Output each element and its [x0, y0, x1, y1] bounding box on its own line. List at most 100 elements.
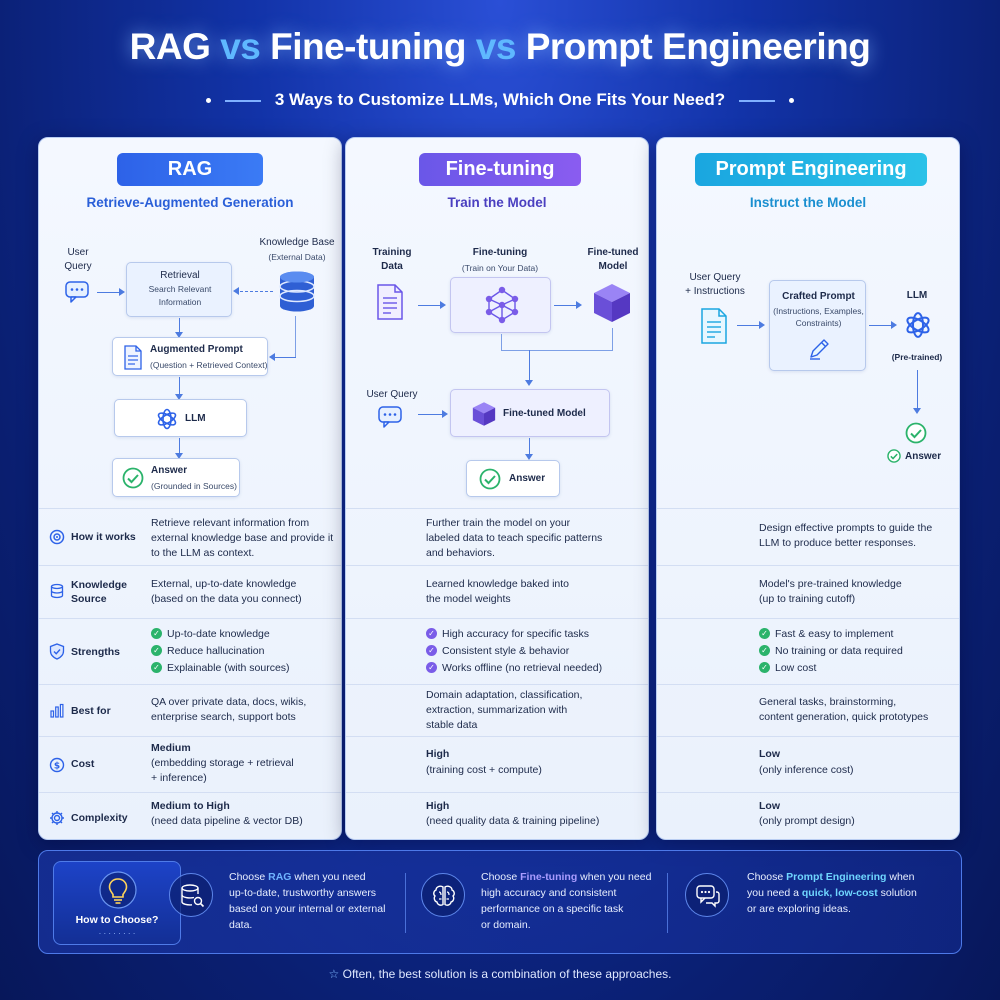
star-icon: ☆: [328, 967, 340, 981]
ft-best-text: Domain adaptation, classification, extra…: [426, 689, 583, 731]
title-vs: vs: [475, 26, 517, 67]
rag-user-query-label: User Query: [64, 247, 92, 272]
ft-complexity-sub: (need quality data & training pipeline): [426, 815, 600, 827]
rag-how-text: Retrieve relevant information from exter…: [151, 517, 334, 559]
ft-finetuned-model-label: Fine-tuned Model: [587, 247, 639, 272]
neural-network-icon: [485, 286, 519, 324]
pe-arrow-prompt-llm: [869, 321, 897, 329]
target-icon: [49, 529, 65, 545]
rag-strength-item: Reduce hallucination: [151, 643, 341, 660]
ft-arrow-query-model: [418, 410, 448, 418]
rag-strength-item: Up-to-date knowledge: [151, 626, 341, 643]
gear-icon: [50, 811, 64, 825]
ft-choice-post: when you need high accuracy and consiste…: [481, 871, 652, 931]
rag-answer-title: Answer: [151, 465, 188, 476]
pe-strength-item: No training or data required: [759, 643, 959, 660]
pe-choice-highlight: Prompt Engineering: [786, 871, 887, 883]
subtitle-text: 3 Ways to Customize LLMs, Which One Fits…: [274, 90, 726, 109]
database-small-icon: [50, 583, 64, 599]
document-icon: [124, 345, 142, 370]
rag-row-best: Best for QA over private data, docs, wik…: [39, 684, 341, 736]
rag-row-cost: $ Cost Medium (embedding storage + retri…: [39, 736, 341, 792]
pe-arrow-llm-answer: [913, 370, 921, 414]
pe-row-knowledge: Model's pre-trained knowledge (up to tra…: [657, 565, 959, 618]
how-to-choose-label: How to Choose?: [75, 914, 159, 926]
ft-subtitle: Train the Model: [447, 195, 547, 210]
ft-pill: Fine-tuning: [419, 153, 581, 186]
pe-answer-label: Answer: [905, 451, 942, 462]
pe-crafted-title: Crafted Prompt: [782, 291, 855, 302]
ft-line-merge: [501, 350, 613, 351]
rag-best-text: QA over private data, docs, wikis, enter…: [151, 696, 307, 723]
subtitle-line-left: [224, 99, 261, 102]
pe-choice-highlight2: quick, low-cost: [801, 887, 878, 899]
pe-knowledge-text: Model's pre-trained knowledge (up to tra…: [759, 578, 902, 605]
shield-icon: [49, 643, 65, 660]
ft-finetuned-model-box: Fine-tuned Model: [450, 389, 610, 437]
subtitle-dot-left: [205, 98, 211, 104]
row-label-best: Best for: [71, 705, 111, 717]
pe-choice-icon-wrap: [685, 873, 729, 917]
check-circle-icon: [122, 467, 144, 489]
rag-knowledge-text: External, up-to-date knowledge (based on…: [151, 578, 302, 605]
title-fine-tuning: Fine-tuning: [270, 26, 467, 67]
rag-arrow-kb-aug: [269, 353, 296, 361]
rag-arrow-query-retrieval: [97, 288, 125, 296]
rag-line-kb-down: [295, 316, 296, 358]
check-circle-icon: [479, 468, 501, 490]
pencil-icon: [810, 339, 829, 360]
rag-choice-post: when you need up-to-date, trustworthy an…: [229, 871, 386, 931]
rag-arrow-llm-answer: [175, 438, 183, 459]
rag-strength-item: Explainable (with sources): [151, 660, 341, 677]
rag-augmented-prompt-box: Augmented Prompt (Question + Retrieved C…: [112, 337, 268, 376]
llm-knot-icon: [157, 408, 177, 430]
subtitle-dot-right: [789, 98, 795, 104]
ft-cost-sub: (training cost + compute): [426, 764, 542, 776]
lightbulb-icon: [99, 871, 137, 909]
chat-bubble-icon: [378, 406, 402, 428]
rag-strengths-list: Up-to-date knowledge Reduce hallucinatio…: [151, 626, 341, 677]
pe-crafted-prompt-box: Crafted Prompt (Instructions, Examples, …: [769, 280, 866, 371]
rag-pill: RAG: [117, 153, 263, 186]
check-circle-icon: [905, 422, 927, 444]
rag-choice-pre: Choose: [229, 871, 269, 883]
fine-tuning-panel: Fine-tuning Train the Model Training Dat…: [345, 137, 649, 840]
ft-choice-icon-wrap: [421, 873, 465, 917]
rag-panel: RAG Retrieve-Augmented Generation User Q…: [38, 137, 342, 840]
training-document-icon: [377, 284, 403, 320]
pe-strength-item: Low cost: [759, 660, 959, 677]
ft-strengths-list: High accuracy for specific tasks Consist…: [426, 626, 646, 677]
page-title: RAG vs Fine-tuning vs Prompt Engineering: [0, 26, 1000, 68]
ft-answer-box: Answer: [466, 460, 560, 497]
prompt-engineering-panel: Prompt Engineering Instruct the Model Us…: [656, 137, 960, 840]
row-label-complexity: Complexity: [71, 812, 128, 824]
ft-finetuned-model-box-label: Fine-tuned Model: [503, 408, 586, 419]
rag-retrieval-box: Retrieval Search Relevant Information: [126, 262, 232, 317]
rag-row-how: How it works Retrieve relevant informati…: [39, 508, 341, 565]
ft-knowledge-text: Learned knowledge baked into the model w…: [426, 578, 570, 605]
ft-strength-item: High accuracy for specific tasks: [426, 626, 646, 643]
title-vs: vs: [220, 26, 261, 67]
row-label-strengths: Strengths: [71, 646, 121, 658]
pe-choice-text: Choose Prompt Engineering when you need …: [747, 869, 947, 917]
ft-how-text: Further train the model on your labeled …: [426, 517, 603, 559]
rag-row-complexity: Complexity Medium to High (need data pip…: [39, 792, 341, 840]
pe-row-cost: Low (only inference cost): [657, 736, 959, 792]
rag-retrieval-title: Retrieval: [160, 270, 200, 281]
pe-user-query-label: User Query + Instructions: [685, 272, 745, 297]
ft-line-train-down: [501, 334, 502, 350]
llm-knot-icon: [906, 312, 930, 338]
pe-strength-item: Fast & easy to implement: [759, 626, 959, 643]
rag-augmented-title: Augmented Prompt: [150, 344, 243, 355]
ft-row-strengths: High accuracy for specific tasks Consist…: [346, 618, 648, 684]
ft-line-model-down: [612, 328, 613, 350]
title-rag: RAG: [129, 26, 211, 67]
pe-choice-pre: Choose: [747, 871, 787, 883]
bottom-divider: [667, 873, 668, 933]
ft-training-data-label: Training Data: [372, 247, 412, 272]
cube-icon: [594, 284, 630, 322]
ft-choice-pre: Choose: [481, 871, 521, 883]
ft-arrow-data-train: [418, 301, 446, 309]
cube-small-icon: [472, 402, 496, 426]
ft-answer-label: Answer: [509, 473, 546, 484]
